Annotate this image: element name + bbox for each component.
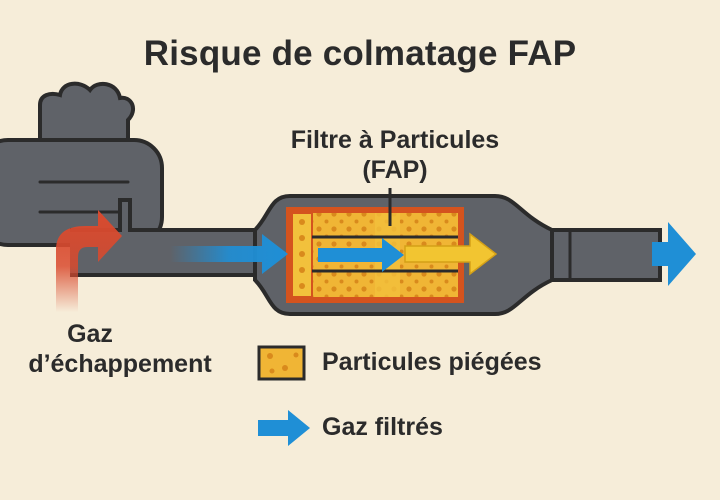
- legend-filtered-gas-label: Gaz filtrés: [322, 413, 443, 441]
- incoming-gas-arrow-icon: [170, 234, 288, 274]
- exhaust-arrow-icon: [56, 210, 122, 312]
- exhaust-label-line1: Gaz: [67, 320, 113, 348]
- outlet-gas-arrow-icon: [652, 222, 696, 286]
- particle-swatch-icon: [257, 345, 306, 381]
- inner-gas-arrow-icon: [318, 238, 404, 272]
- page-title: Risque de colmatage FAP: [143, 34, 577, 73]
- filter-label-line2: (FAP): [362, 156, 428, 184]
- engine-block-icon: [0, 81, 164, 247]
- filtered-gas-arrow-icon: [404, 232, 498, 276]
- legend-gas-arrow-icon: [258, 410, 310, 446]
- filter-label-line1: Filtre à Particules: [290, 126, 500, 154]
- legend-particles-label: Particules piégées: [322, 348, 542, 376]
- exhaust-label-line2: d’échappement: [28, 350, 212, 378]
